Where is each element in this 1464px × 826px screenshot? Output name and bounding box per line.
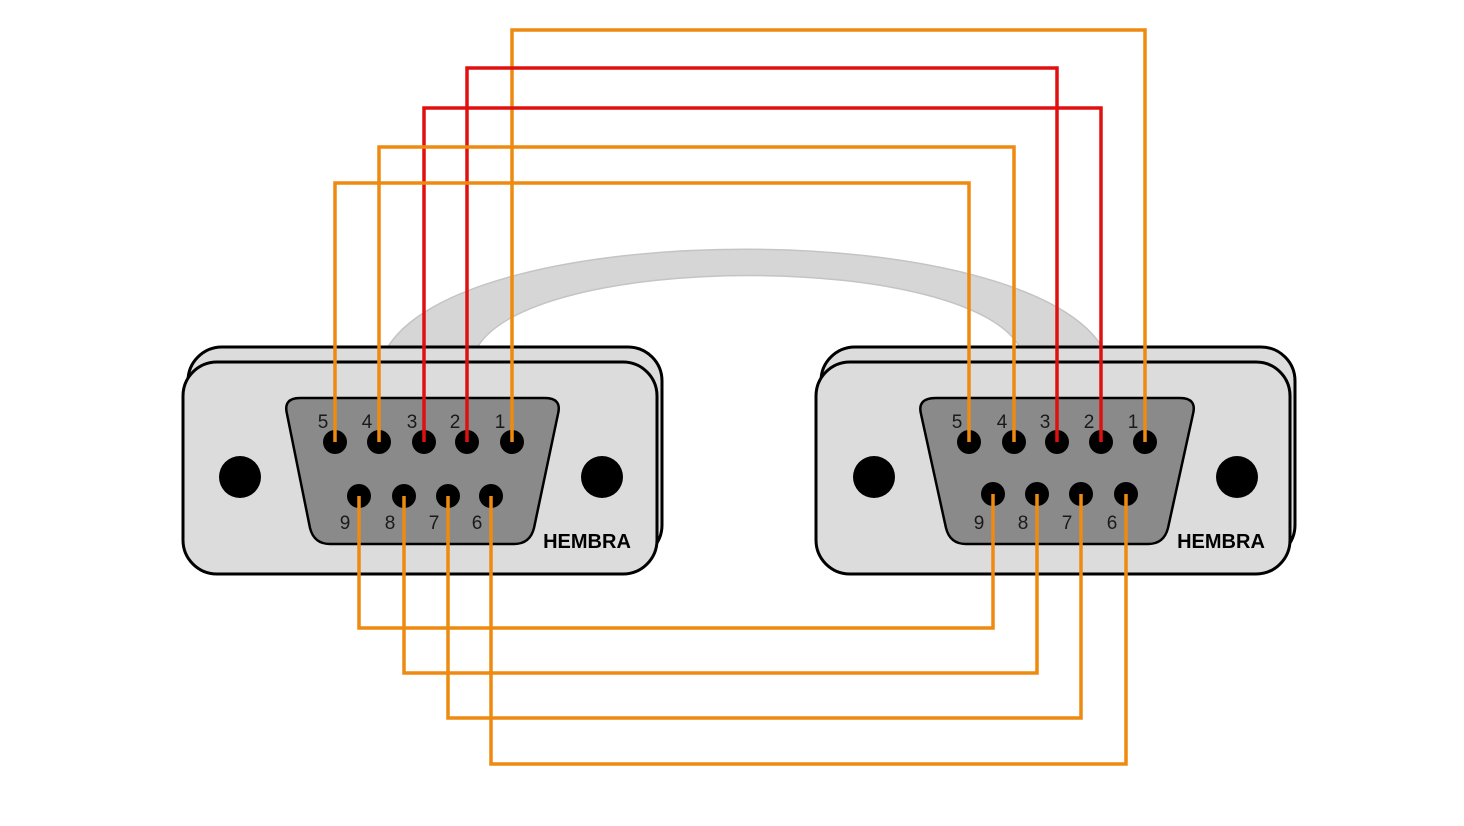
pin-label-7: 7 [1062,513,1073,534]
pin-label-8: 8 [1018,513,1029,534]
pin-label-7: 7 [429,513,440,534]
cable [383,248,1107,353]
pin-label-2: 2 [1084,412,1095,433]
mounting-hole [853,456,895,498]
wire-7-to-7 [446,494,1083,720]
pin-label-4: 4 [362,412,373,433]
wire-1-to-1 [510,28,1147,442]
pin-label-2: 2 [450,412,461,433]
wire-9-to-9 [357,494,995,630]
wire-8-to-8 [402,494,1039,675]
pin-label-3: 3 [1040,412,1051,433]
wire-5-to-5 [333,181,971,442]
connector-label: HEMBRA [543,531,631,553]
mounting-hole [581,456,623,498]
wire-6-to-6 [489,494,1128,766]
pin-label-8: 8 [385,513,396,534]
pin-label-5: 5 [318,412,329,433]
wire-2-to-3 [465,66,1059,442]
pin-label-4: 4 [997,412,1008,433]
mounting-hole [219,456,261,498]
pin-label-1: 1 [495,412,506,433]
pin-label-1: 1 [1128,412,1139,433]
pin-label-3: 3 [407,412,418,433]
connector-label: HEMBRA [1177,531,1265,553]
pin-label-9: 9 [340,513,351,534]
mounting-hole [1216,456,1258,498]
wire-4-to-4 [377,145,1016,442]
cable-layer [383,248,1107,353]
pin-label-9: 9 [974,513,985,534]
pin-label-6: 6 [472,513,483,534]
pin-label-6: 6 [1107,513,1118,534]
wires-layer [333,28,1147,766]
pin-label-5: 5 [952,412,963,433]
wire-3-to-2 [422,106,1103,442]
